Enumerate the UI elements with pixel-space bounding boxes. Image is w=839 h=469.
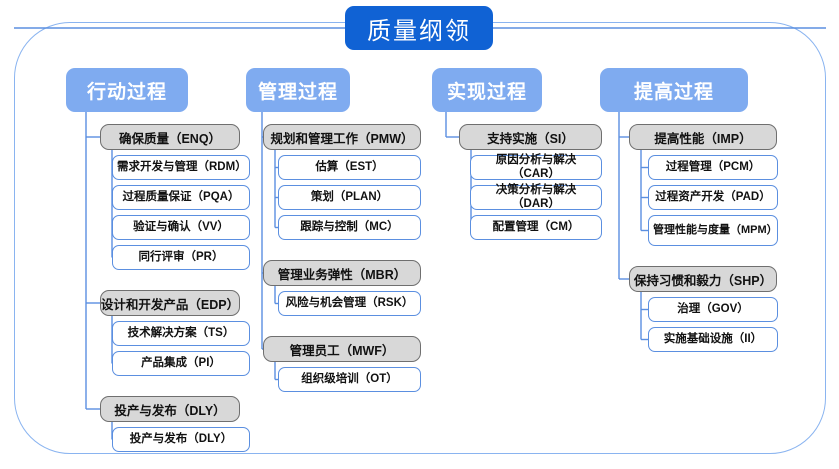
- group-box-1-1[interactable]: 确保质量（ENQ）: [100, 124, 240, 150]
- leaf-box-2-2-1[interactable]: 风险与机会管理（RSK）: [278, 291, 421, 316]
- group-box-4-2[interactable]: 保持习惯和毅力（SHP）: [629, 266, 777, 292]
- column-header-4[interactable]: 提高过程: [600, 68, 748, 112]
- group-box-1-3[interactable]: 投产与发布（DLY）: [100, 396, 240, 422]
- group-box-1-2[interactable]: 设计和开发产品（EDP）: [100, 290, 240, 316]
- group-box-2-3[interactable]: 管理员工（MWF）: [263, 336, 421, 362]
- leaf-box-2-1-3[interactable]: 跟踪与控制（MC）: [278, 215, 421, 240]
- root-title-box: 质量纲领: [345, 6, 493, 50]
- leaf-box-2-1-1[interactable]: 估算（EST）: [278, 155, 421, 180]
- leaf-box-3-1-1[interactable]: 原因分析与解决（CAR）: [470, 154, 602, 180]
- leaf-box-1-1-1[interactable]: 需求开发与管理（RDM）: [112, 155, 250, 180]
- leaf-box-4-1-3[interactable]: 管理性能与度量（MPM）: [648, 215, 778, 246]
- leaf-box-4-2-2[interactable]: 实施基础设施（II）: [648, 327, 778, 352]
- leaf-box-1-1-4[interactable]: 同行评审（PR）: [112, 245, 250, 270]
- group-box-2-1[interactable]: 规划和管理工作（PMW）: [263, 124, 421, 150]
- leaf-box-2-3-1[interactable]: 组织级培训（OT）: [278, 367, 421, 392]
- group-box-2-2[interactable]: 管理业务弹性（MBR）: [263, 260, 421, 286]
- leaf-box-4-1-2[interactable]: 过程资产开发（PAD）: [648, 185, 778, 210]
- leaf-box-1-2-2[interactable]: 产品集成（PI）: [112, 351, 250, 376]
- column-header-2[interactable]: 管理过程: [246, 68, 350, 112]
- group-box-4-1[interactable]: 提高性能（IMP）: [629, 124, 777, 150]
- column-header-3[interactable]: 实现过程: [432, 68, 542, 112]
- leaf-box-3-1-2[interactable]: 决策分析与解决（DAR）: [470, 184, 602, 210]
- leaf-box-4-1-1[interactable]: 过程管理（PCM）: [648, 155, 778, 180]
- leaf-box-1-1-2[interactable]: 过程质量保证（PQA）: [112, 185, 250, 210]
- leaf-box-1-2-1[interactable]: 技术解决方案（TS）: [112, 321, 250, 346]
- column-header-1[interactable]: 行动过程: [66, 68, 188, 112]
- leaf-box-2-1-2[interactable]: 策划（PLAN）: [278, 185, 421, 210]
- leaf-box-1-1-3[interactable]: 验证与确认（VV）: [112, 215, 250, 240]
- leaf-box-4-2-1[interactable]: 治理（GOV）: [648, 297, 778, 322]
- group-box-3-1[interactable]: 支持实施（SI）: [459, 124, 602, 150]
- leaf-box-3-1-3[interactable]: 配置管理（CM）: [470, 215, 602, 240]
- leaf-box-1-3-1[interactable]: 投产与发布（DLY）: [112, 427, 250, 452]
